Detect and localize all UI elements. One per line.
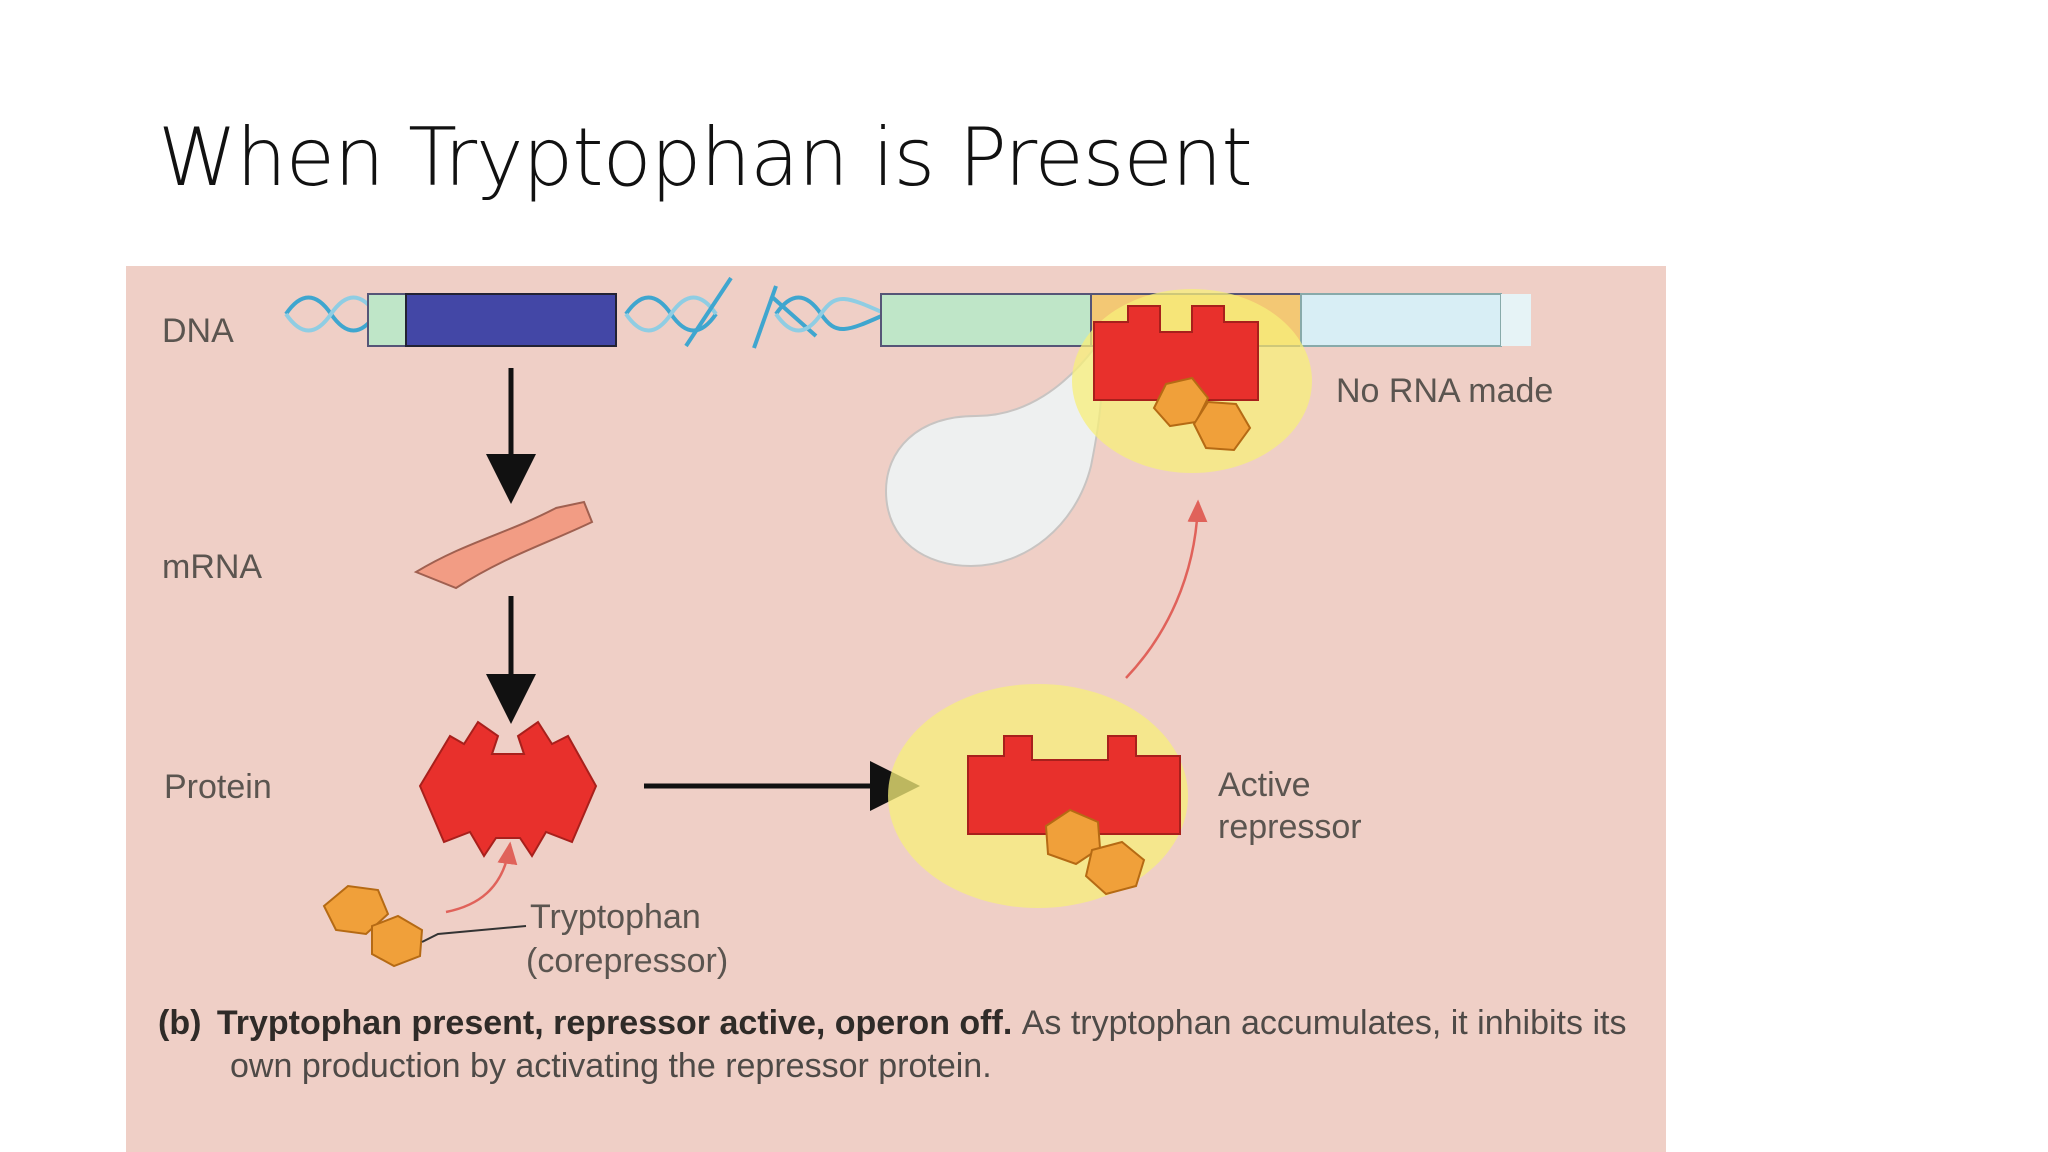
trpR-gene — [405, 293, 617, 347]
caption-lead: Tryptophan present, repressor active, op… — [216, 1004, 1022, 1042]
label-tryptophan-2: (corepressor) — [526, 942, 729, 980]
corepressor-binding-arrow — [445, 841, 518, 914]
label-protein: Protein — [164, 768, 272, 806]
slide-title: When Tryptophan is Present — [158, 111, 1253, 204]
dna-break-marks — [684, 276, 818, 349]
dna-helix-left — [284, 295, 718, 333]
promoter-left — [367, 293, 407, 347]
trp-genes-fade — [1501, 294, 1531, 346]
free-tryptophan-1 — [322, 884, 390, 936]
free-tryptophan-2 — [371, 914, 424, 968]
trp-operon-figure: DNA mRNA Protein No RNA made Active repr… — [126, 266, 1666, 1152]
bound-tryptophan-2 — [1192, 400, 1252, 452]
mrna-strand — [413, 500, 594, 590]
active-repressor — [967, 735, 1181, 835]
figure-caption: (b) Tryptophan present, repressor active… — [158, 1002, 1638, 1088]
inactive-repressor — [418, 720, 598, 858]
trp-promoter — [880, 293, 1092, 347]
diagram-canvas — [284, 276, 1531, 968]
label-active-repressor-2: repressor — [1218, 808, 1362, 846]
tryptophan-pointer — [421, 925, 527, 943]
bound-repressor — [1093, 305, 1259, 401]
caption-tag: (b) — [158, 1004, 202, 1042]
label-mrna: mRNA — [162, 548, 263, 586]
trp-genes — [1300, 293, 1502, 347]
label-tryptophan-1: Tryptophan — [530, 898, 701, 936]
repressor-binding-arrow — [1125, 499, 1208, 679]
label-dna: DNA — [162, 312, 234, 350]
caption-body: As tryptophan accumulates, it inhibits i… — [230, 1004, 1627, 1085]
active-tryptophan-2 — [1084, 840, 1146, 896]
label-no-rna: No RNA made — [1336, 372, 1554, 410]
rna-polymerase — [884, 343, 1103, 568]
dna-helix-right — [774, 295, 887, 333]
label-active-repressor-1: Active — [1218, 766, 1311, 804]
